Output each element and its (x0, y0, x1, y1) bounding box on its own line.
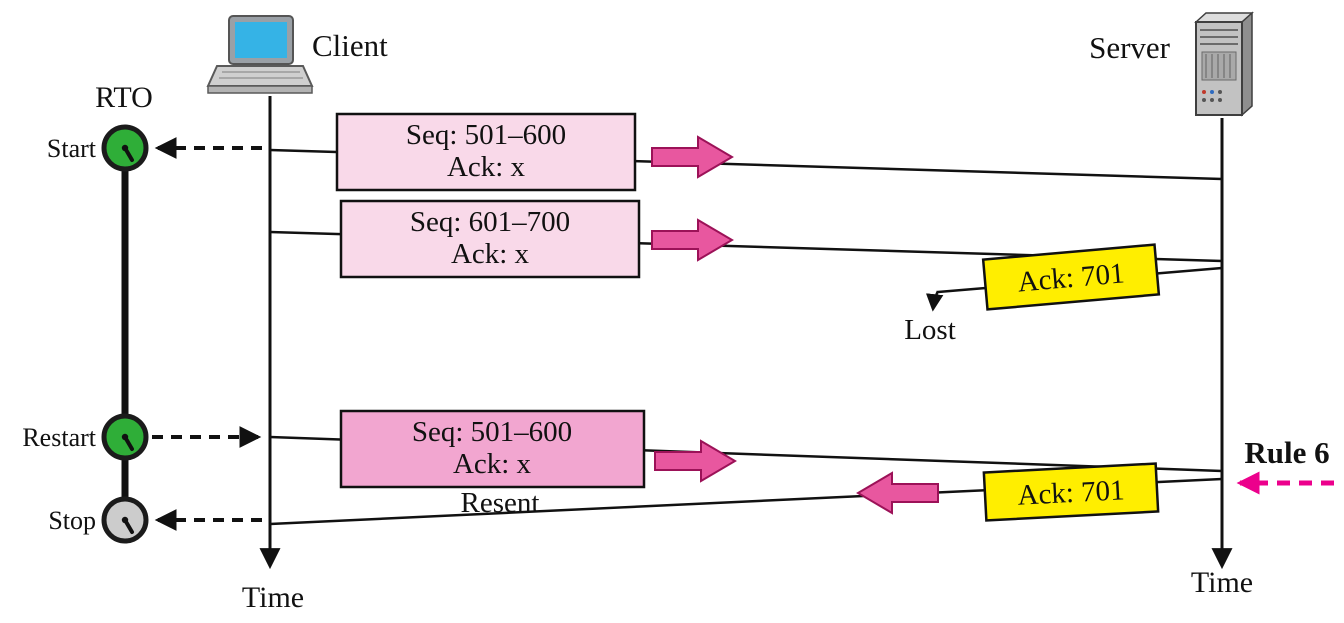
segment2-box-rect (339, 199, 641, 279)
resent-label: Resent (461, 487, 540, 519)
server-led (1202, 90, 1206, 94)
clock-hub (121, 433, 129, 441)
segment3-resent-box: Seq: 501–600 Ack: x (339, 409, 646, 489)
rule6-label: Rule 6 (1244, 435, 1329, 470)
clock-hub (121, 144, 129, 152)
segment2-direction-arrow (651, 218, 734, 262)
client-time-label: Time (242, 581, 304, 614)
segment3-seq-label: Seq: 501–600 (412, 416, 572, 448)
clock-hub (121, 516, 129, 524)
lost-label: Lost (904, 314, 956, 346)
ack2-direction-arrow (856, 471, 939, 515)
ack1-box-rect (981, 243, 1161, 311)
segment3-box-rect (339, 409, 646, 489)
segment3-direction-arrow (654, 439, 737, 483)
client-laptop-icon (206, 15, 314, 94)
segment2-ack-label: Ack: x (451, 238, 530, 270)
server-time-label: Time (1191, 566, 1253, 599)
segment1-ack-label: Ack: x (447, 151, 526, 183)
server-side (1241, 11, 1253, 117)
timer-start-clock (101, 124, 149, 172)
server-tower-icon (1194, 11, 1254, 117)
segment1-seq-label: Seq: 501–600 (406, 119, 566, 151)
server-led (1218, 98, 1222, 102)
server-led (1210, 90, 1214, 94)
segment3-ack-label: Ack: x (453, 448, 532, 480)
server-label: Server (1089, 30, 1171, 65)
laptop-base (207, 85, 313, 94)
timer-start-label: Start (47, 134, 97, 163)
ack2-label: Ack: 701 (1017, 474, 1126, 512)
laptop-keyboard (206, 65, 314, 87)
server-led (1218, 90, 1222, 94)
client-label: Client (312, 28, 388, 63)
server-led (1202, 98, 1206, 102)
segment1-box-rect (335, 112, 637, 192)
server-vent-panel (1201, 51, 1237, 81)
timer-stop-label: Stop (48, 506, 96, 535)
ack1-lost-hook-arrow (925, 290, 944, 312)
timer-stop-clock (101, 496, 149, 544)
ack1-box: Ack: 701 (981, 243, 1161, 311)
laptop-screen (235, 22, 287, 58)
timer-restart-label: Restart (22, 423, 96, 452)
segment2-seq-label: Seq: 601–700 (410, 206, 570, 238)
server-led (1210, 98, 1214, 102)
segment1-box: Seq: 501–600 Ack: x (335, 112, 637, 192)
rto-label: RTO (95, 81, 153, 114)
ack2-box: Ack: 701 (982, 462, 1160, 522)
segment1-direction-arrow (651, 135, 734, 179)
ack2-box-rect (982, 462, 1160, 522)
timer-restart-clock (101, 413, 149, 461)
segment2-box: Seq: 601–700 Ack: x (339, 199, 641, 279)
